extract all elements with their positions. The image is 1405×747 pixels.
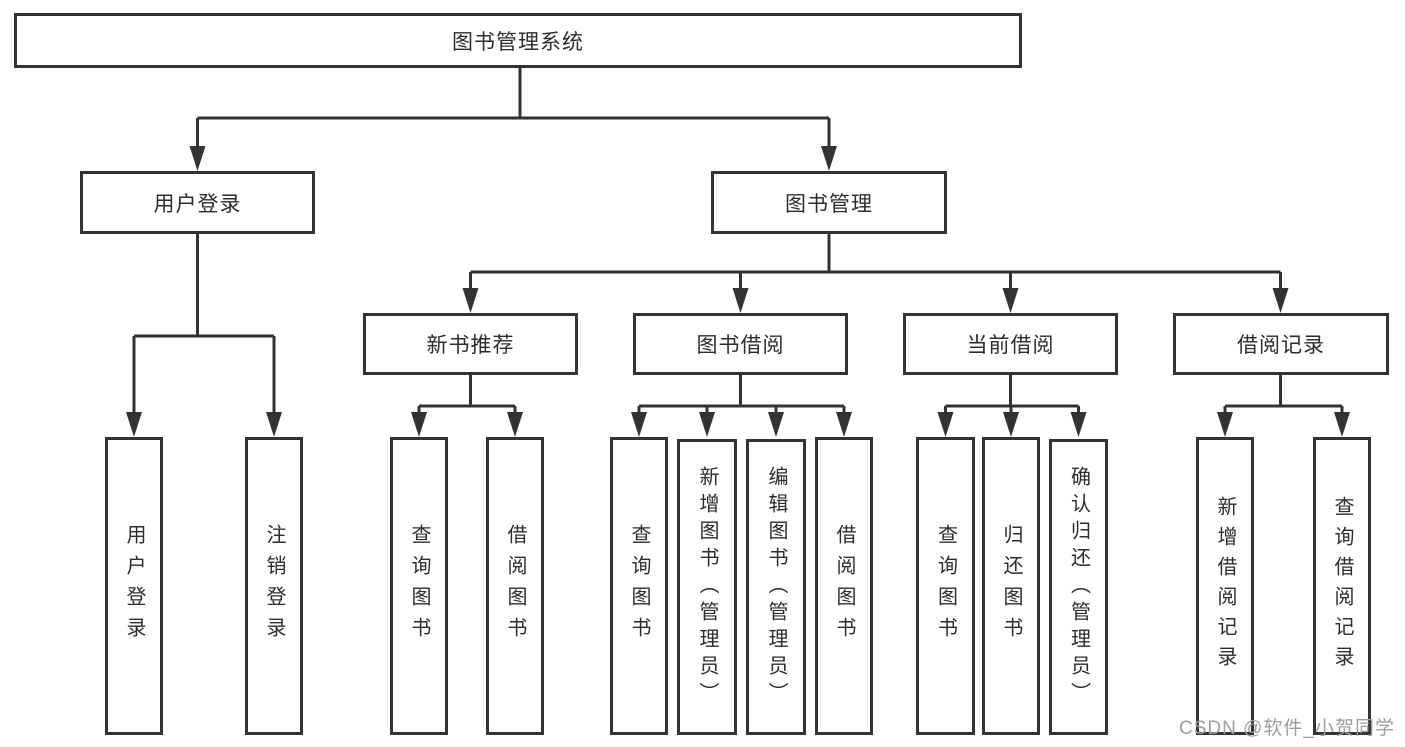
node-query-book-under-recommend: 查询图书 (390, 437, 448, 735)
node-user-login: 用户登录 (80, 171, 315, 234)
node-label: 借阅记录 (1237, 334, 1325, 357)
node-label: 图书管理系统 (452, 30, 584, 54)
node-user-login-leaf: 用户登录 (105, 437, 163, 735)
node-edit-book-admin: 编辑图书（管理员） (746, 439, 806, 735)
node-label: 借阅图书 (833, 524, 855, 648)
watermark: CSDN @软件_小贺同学 (1179, 718, 1395, 739)
node-return-book: 归还图书 (982, 437, 1040, 735)
node-label: 查询图书 (628, 524, 650, 648)
node-label: 查询图书 (934, 524, 957, 648)
node-add-book-admin: 新增图书（管理员） (677, 439, 737, 735)
node-label: 图书借阅 (696, 334, 785, 357)
node-label: 编辑图书（管理员） (765, 465, 787, 709)
node-label: 新增图书（管理员） (696, 465, 718, 709)
node-book-management: 图书管理 (711, 171, 947, 234)
node-confirm-return-admin: 确认归还（管理员） (1049, 439, 1108, 735)
node-logout-leaf: 注销登录 (245, 437, 303, 735)
node-label: 图书管理 (785, 192, 873, 216)
node-borrow-book-under-borrow: 借阅图书 (815, 437, 873, 735)
node-new-book-recommend: 新书推荐 (363, 313, 578, 375)
node-label: 借阅图书 (504, 524, 526, 648)
node-query-book-under-current: 查询图书 (916, 437, 975, 735)
node-label: 查询图书 (408, 524, 430, 648)
node-label: 注销登录 (263, 524, 285, 648)
node-book-borrow: 图书借阅 (633, 313, 848, 375)
node-label: 新增借阅记录 (1214, 496, 1236, 676)
node-current-borrow: 当前借阅 (903, 313, 1118, 375)
node-borrow-book-under-recommend: 借阅图书 (486, 437, 544, 735)
node-label: 查询借阅记录 (1331, 496, 1353, 676)
arrowhead (126, 146, 1350, 437)
node-borrow-record: 借阅记录 (1173, 313, 1389, 375)
node-label: 当前借阅 (966, 334, 1055, 357)
node-label: 归还图书 (1000, 524, 1022, 648)
node-add-borrow-record: 新增借阅记录 (1196, 437, 1254, 735)
node-label: 新书推荐 (426, 334, 515, 357)
node-query-book-under-borrow: 查询图书 (610, 437, 668, 735)
node-label: 确认归还（管理员） (1067, 465, 1090, 709)
node-query-borrow-record: 查询借阅记录 (1313, 437, 1371, 735)
node-label: 用户登录 (153, 192, 242, 216)
node-label: 用户登录 (123, 524, 145, 648)
node-root: 图书管理系统 (14, 13, 1022, 68)
